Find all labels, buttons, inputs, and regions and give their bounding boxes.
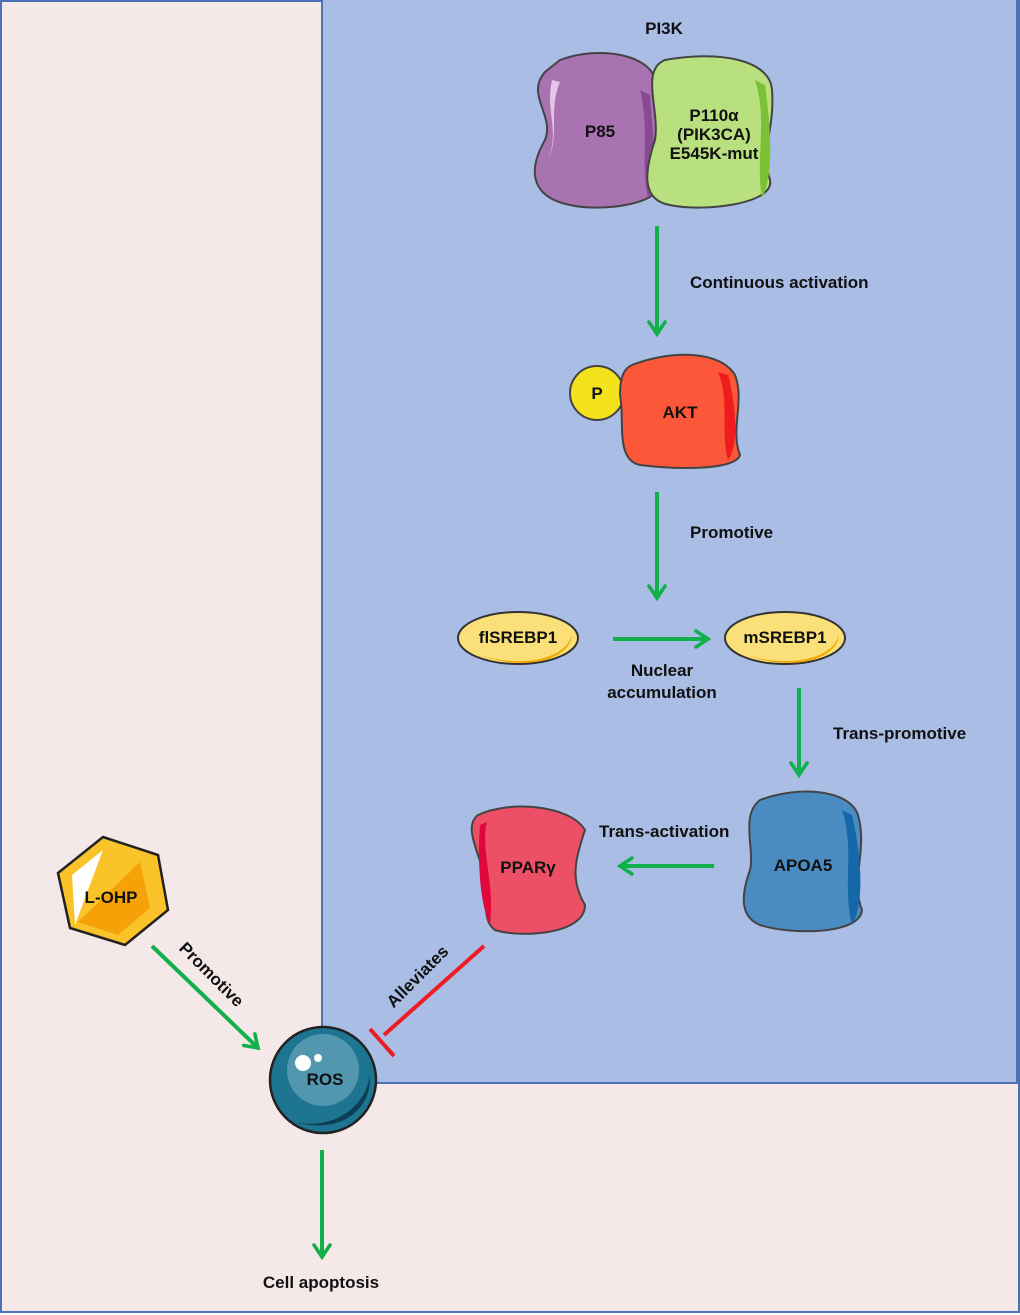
apoa5-label: APOA5 — [773, 856, 833, 875]
pi3k-title: PI3K — [645, 19, 683, 38]
flsrebp1-label: flSREBP1 — [478, 628, 558, 647]
edge-label-nuclear-1: Nuclear — [630, 661, 694, 680]
lohp-inner — [78, 862, 150, 935]
lohp-highlight — [72, 850, 103, 925]
apoa5-protein — [742, 790, 864, 933]
ros-bubble — [295, 1055, 311, 1071]
flsrebp1-ellipse — [457, 611, 579, 665]
akt-shade — [718, 372, 736, 460]
inhibit-ppary-ros — [382, 944, 486, 1037]
msrebp1-label: mSREBP1 — [743, 628, 827, 647]
msrebp1-ellipse — [724, 611, 846, 665]
apoptosis-label: Cell apoptosis — [262, 1273, 380, 1292]
p110-shade — [755, 80, 771, 198]
akt-label: AKT — [662, 403, 698, 422]
arrow-lohp-ros — [150, 944, 261, 1051]
p85-highlight — [548, 80, 560, 160]
edge-label-promotive-akt: Promotive — [690, 523, 774, 542]
akt-protein — [618, 353, 742, 469]
ppary-label: PPARγ — [500, 858, 556, 877]
ros-bubble-small — [314, 1054, 322, 1062]
ros-shade — [295, 1075, 371, 1126]
edge-label-trans-promotive: Trans-promotive — [833, 724, 967, 743]
p85-label: P85 — [584, 122, 616, 141]
apoa5-shade — [842, 810, 861, 925]
p110-label-3: E545K-mut — [669, 144, 759, 163]
lohp-label: L-OHP — [84, 888, 138, 907]
edge-label-continuous-activation: Continuous activation — [690, 273, 869, 292]
p110-protein — [646, 55, 774, 209]
ros-label: ROS — [306, 1070, 344, 1089]
edge-label-nuclear-2: accumulation — [607, 683, 717, 702]
inhibit-bar — [368, 1027, 396, 1058]
edge-label-trans-activation: Trans-activation — [599, 822, 730, 841]
ppary-shade — [479, 822, 492, 925]
p110-label-1: P110α — [689, 106, 739, 125]
p110-label-2: (PIK3CA) — [677, 125, 751, 144]
ros-gloss — [287, 1034, 359, 1106]
phospho-label: P — [591, 384, 603, 403]
